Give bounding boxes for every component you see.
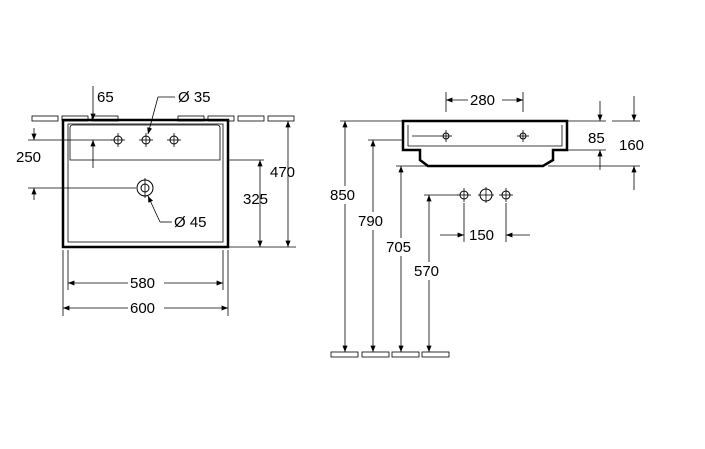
dim-600: 600 xyxy=(62,250,229,317)
dim-160: 160 xyxy=(548,96,644,190)
tap-hole-icon xyxy=(517,130,529,142)
dim-790-label: 790 xyxy=(358,213,383,230)
tap-hole-icon xyxy=(499,188,513,202)
tap-hole-icon xyxy=(478,187,494,203)
side-tap-holes xyxy=(412,130,529,142)
tap-holes xyxy=(111,133,181,147)
dim-280: 280 xyxy=(445,91,524,112)
dim-65: 65 xyxy=(90,86,114,168)
dim-85: 85 xyxy=(553,101,606,170)
dim-580: 580 xyxy=(67,250,224,292)
tap-hole-icon xyxy=(457,188,471,202)
dim-570-label: 570 xyxy=(414,263,439,280)
dim-160-label: 160 xyxy=(619,137,644,154)
basin-side-outline xyxy=(401,119,569,168)
dim-d35: Ø 35 xyxy=(147,89,211,135)
tap-hole-icon xyxy=(167,133,181,147)
floor-line xyxy=(330,351,450,358)
dim-570: 570 xyxy=(413,195,445,352)
dim-85-label: 85 xyxy=(588,130,605,147)
dim-325-label: 325 xyxy=(243,191,268,208)
top-view: 65 Ø 35 250 470 325 xyxy=(16,86,296,317)
dim-705: 705 xyxy=(385,166,417,352)
dim-150-label: 150 xyxy=(469,227,494,244)
dim-65-label: 65 xyxy=(97,89,114,106)
dim-250: 250 xyxy=(16,128,112,200)
side-taps-row xyxy=(457,187,513,203)
dim-d35-label: Ø 35 xyxy=(178,89,211,106)
tap-hole-icon xyxy=(440,130,452,142)
dim-600-label: 600 xyxy=(130,300,155,317)
drain-icon xyxy=(78,178,154,198)
dim-325: 325 xyxy=(228,159,268,247)
dim-470-label: 470 xyxy=(270,164,295,181)
dim-470: 470 xyxy=(228,121,296,248)
dim-250-label: 250 xyxy=(16,149,41,166)
tap-hole-icon xyxy=(111,133,125,147)
dim-580-label: 580 xyxy=(130,275,155,292)
dim-d45-label: Ø 45 xyxy=(174,214,207,231)
dim-850: 850 xyxy=(329,121,361,352)
basin-top-outline xyxy=(61,118,230,249)
dim-705-label: 705 xyxy=(386,239,411,256)
tap-hole-icon xyxy=(139,133,153,147)
dim-150: 150 xyxy=(440,203,530,244)
dim-d45: Ø 45 xyxy=(147,195,207,231)
dim-850-label: 850 xyxy=(330,187,355,204)
dim-280-label: 280 xyxy=(470,92,495,109)
dim-790: 790 xyxy=(357,140,389,352)
side-view: 280 85 160 xyxy=(329,91,644,358)
